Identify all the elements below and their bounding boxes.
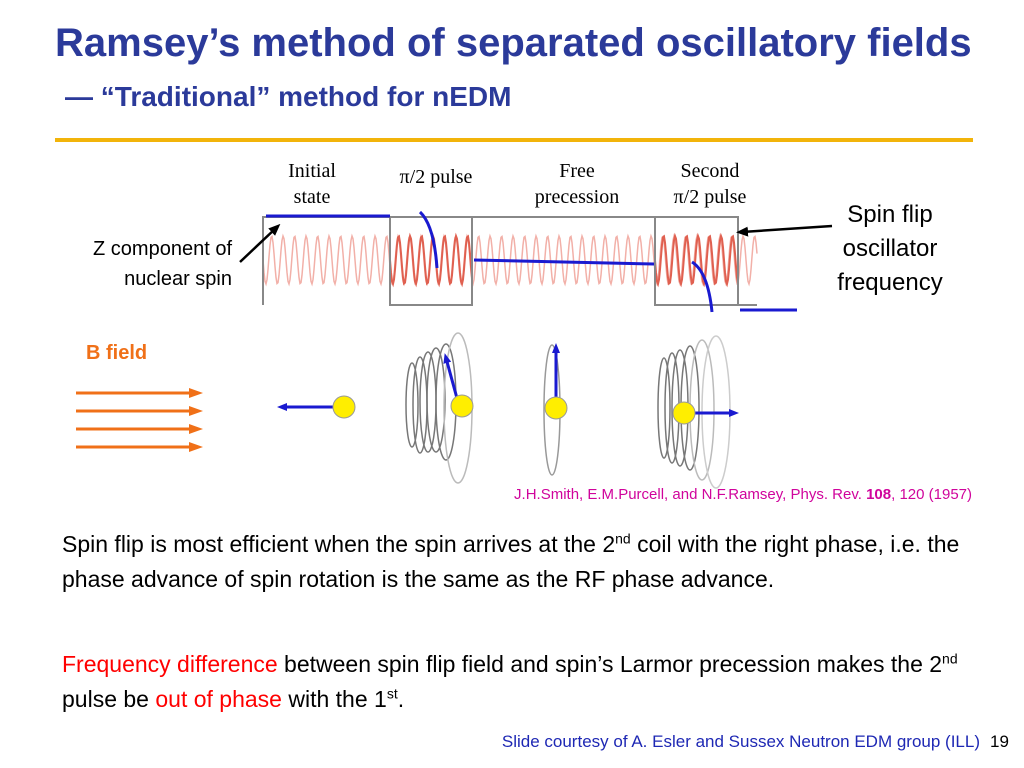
gate-outline-2 xyxy=(390,216,738,306)
spin-state-initial xyxy=(277,395,356,419)
label-second-pulse: Second π/2 pulse xyxy=(650,158,770,210)
z-line2: nuclear spin xyxy=(124,268,232,290)
paragraph-spin-flip-efficiency: Spin flip is most efficient when the spi… xyxy=(62,527,962,597)
spinflip-line2: oscillator xyxy=(842,235,938,262)
spin-state-free-precession xyxy=(543,343,568,476)
p2-red1: Frequency difference xyxy=(62,651,278,677)
rf-wave-pulse-1 xyxy=(389,232,473,288)
b-field-arrows xyxy=(76,388,203,452)
footer-credit: Slide courtesy of A. Esler and Sussex Ne… xyxy=(501,732,980,751)
pi2-pulse-text: /2 pulse xyxy=(409,166,473,188)
label-initial-line1: Initial xyxy=(288,160,336,182)
z-line1: Z component of xyxy=(93,238,232,260)
label-free-line2: precession xyxy=(534,186,620,208)
title-main: Ramsey’s method of separated oscillatory… xyxy=(55,21,972,65)
ref-text-2: , 120 (1957) xyxy=(891,486,972,503)
title-subtitle: — “Traditional” method for nEDM xyxy=(65,81,512,112)
p2-sup2: st xyxy=(386,685,398,702)
spin-z-second-pulse xyxy=(691,260,714,313)
p2-part2: pulse be xyxy=(62,686,156,712)
p1-part1: Spin flip is most efficient when the spi… xyxy=(62,531,616,557)
paragraph-frequency-difference: Frequency difference between spin flip f… xyxy=(62,647,962,717)
spinflip-line1: Spin flip xyxy=(847,201,933,228)
label-initial-line2: state xyxy=(293,186,331,208)
p2-sup1: nd xyxy=(942,650,958,667)
second-pi2-text: /2 pulse xyxy=(683,186,747,208)
label-initial-state: Initial state xyxy=(270,158,354,210)
ref-text-1: J.H.Smith, E.M.Purcell, and N.F.Ramsey, … xyxy=(514,486,867,503)
spin-z-free xyxy=(473,258,655,266)
label-second-line2: π/2 pulse xyxy=(650,184,770,210)
pi-symbol-2: π xyxy=(673,186,684,208)
reference-citation: J.H.Smith, E.M.Purcell, and N.F.Ramsey, … xyxy=(362,486,972,503)
p1-part2: coil with the right phase, i.e. the phas… xyxy=(62,531,960,592)
p2-part1: between spin flip field and spin’s Larmo… xyxy=(277,651,943,677)
p2-part3: with the 1 xyxy=(281,686,387,712)
p2-part4: . xyxy=(397,686,405,712)
label-spin-flip-frequency: Spin flip oscillator frequency xyxy=(815,198,965,300)
label-second-line1: Second xyxy=(680,160,740,182)
p2-red2: out of phase xyxy=(155,686,282,712)
pi-symbol-1: π xyxy=(399,166,410,188)
label-z-component: Z component of nuclear spin xyxy=(30,234,232,294)
spin-state-second-pulse xyxy=(657,335,739,489)
rf-wave-pulse-2 xyxy=(654,232,739,288)
label-pi2-pulse: π/2 pulse xyxy=(376,164,496,190)
page-number: 19 xyxy=(990,732,1009,751)
p1-sup: nd xyxy=(615,530,631,547)
spin-state-first-pulse xyxy=(405,332,474,484)
spinflip-line3: frequency xyxy=(837,269,943,296)
label-b-field: B field xyxy=(86,342,148,364)
title-rule xyxy=(55,138,973,142)
label-free-line1: Free xyxy=(559,160,595,182)
label-free-precession: Free precession xyxy=(512,158,642,210)
spin-z-first-pulse xyxy=(418,210,439,269)
z-component-pointer-arrow xyxy=(239,223,281,263)
ref-volume: 108 xyxy=(866,486,892,503)
spin-flip-pointer-arrow xyxy=(736,224,833,237)
slide-title: Ramsey’s method of separated oscillatory… xyxy=(55,18,995,122)
